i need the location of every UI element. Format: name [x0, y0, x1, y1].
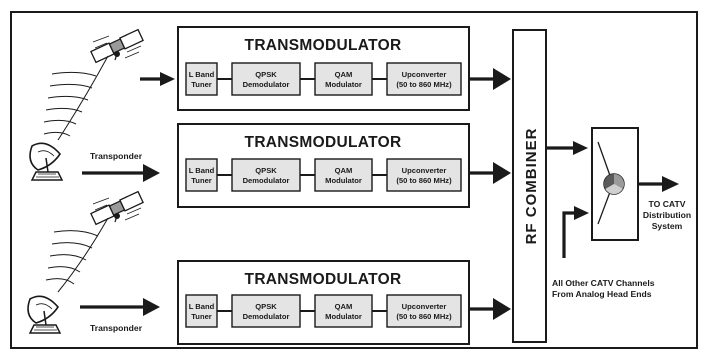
stage-label: QPSK	[255, 166, 277, 175]
rf-combiner-label: RF COMBINER	[523, 128, 540, 245]
stage-label: (50 to 860 MHz)	[396, 312, 452, 321]
transmodulator-title: TRANSMODULATOR	[245, 271, 402, 288]
stage-label: QAM	[335, 70, 353, 79]
stage-label: Demodulator	[243, 312, 290, 321]
stage-label: Modulator	[325, 80, 362, 89]
catv-output-label: TO CATV	[649, 199, 686, 209]
transmodulator: TRANSMODULATOR L Band Tuner QPSK Demodul…	[177, 260, 470, 345]
transponder-label: Transponder	[90, 323, 143, 333]
signal-waves-icon	[43, 55, 109, 141]
catv-output-label: System	[652, 221, 683, 231]
stage-label: Tuner	[191, 176, 212, 185]
other-channels-label: From Analog Head Ends	[552, 289, 652, 299]
stage-label: Tuner	[191, 312, 212, 321]
splitter-icon	[597, 141, 625, 225]
transponder-label: Transponder	[90, 151, 143, 161]
stage-label: Modulator	[325, 312, 362, 321]
transmodulator: TRANSMODULATOR L Band Tuner QPSK Demodul…	[177, 123, 470, 208]
stage-label: Modulator	[325, 176, 362, 185]
stage-label: L Band	[189, 302, 215, 311]
stage-label: QPSK	[255, 70, 277, 79]
stage-label: Upconverter	[402, 302, 447, 311]
stage-label: Upconverter	[402, 70, 447, 79]
stage-label: L Band	[189, 70, 215, 79]
stage-label: (50 to 860 MHz)	[396, 80, 452, 89]
stage-label: Tuner	[191, 80, 212, 89]
stage-label: Demodulator	[243, 176, 290, 185]
transmodulator-title: TRANSMODULATOR	[245, 134, 402, 151]
stage-label: (50 to 860 MHz)	[396, 176, 452, 185]
rf-combiner	[512, 29, 547, 343]
signal-waves-icon	[45, 217, 109, 293]
catv-output-label: Distribution	[643, 210, 691, 220]
stage-label: Demodulator	[243, 80, 290, 89]
stage-label: QAM	[335, 302, 353, 311]
stage-label: Upconverter	[402, 166, 447, 175]
other-channels-label: All Other CATV Channels	[552, 278, 655, 288]
transmodulator-title: TRANSMODULATOR	[245, 37, 402, 54]
stage-label: L Band	[189, 166, 215, 175]
transmodulator: TRANSMODULATOR L Band Tuner QPSK Demodul…	[177, 26, 470, 111]
stage-label: QPSK	[255, 302, 277, 311]
stage-label: QAM	[335, 166, 353, 175]
